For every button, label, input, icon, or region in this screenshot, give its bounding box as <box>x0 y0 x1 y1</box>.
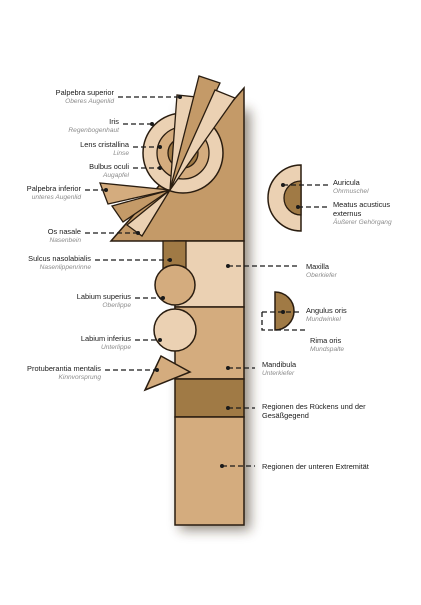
label-auricula: Auricula Ohrmuschel <box>333 178 369 196</box>
label-rima: Rima oris Mundspalte <box>310 336 344 354</box>
ruecken-block <box>174 378 245 418</box>
label-ruecken: Regionen des Rückens und der Gesäßgegend <box>262 402 372 420</box>
label-lat: Maxilla <box>306 262 329 271</box>
extremitaet-block <box>174 416 245 526</box>
label-lat: Labium inferius <box>80 334 131 343</box>
label-de: Augapfel <box>102 172 129 179</box>
label-labium-inferius: Labium inferius Unterlippe <box>81 334 131 352</box>
label-lat: Palpebra inferior <box>26 184 81 193</box>
label-lat: Auricula <box>333 178 360 187</box>
label-palpebra-inferior: Palpebra inferior unteres Augenlid <box>27 184 81 202</box>
label-de: Äußerer Gehörgang <box>333 219 392 226</box>
leader-dots <box>104 95 300 468</box>
label-lat: Protuberantia mentalis <box>27 364 101 373</box>
palpebra-inferior-fan-3 <box>125 189 171 237</box>
label-os-nasale: Os nasale Nasenbein <box>48 227 81 245</box>
label-maxilla: Maxilla Oberkiefer <box>306 262 337 280</box>
labium-inferius-shape <box>153 308 197 352</box>
label-de: Oberkiefer <box>306 272 337 279</box>
eye-group <box>99 75 237 237</box>
label-protuberantia: Protuberantia mentalis Kinnvorsprung <box>27 364 101 382</box>
label-lat: Rima oris <box>310 336 342 345</box>
leader-rima <box>261 312 305 331</box>
label-de: Regenbogenhaut <box>68 127 119 134</box>
label-de: unteres Augenlid <box>31 194 81 201</box>
label-mandibula: Mandibula Unterkiefer <box>262 360 296 378</box>
label-de: Nasenbein <box>49 237 81 244</box>
label-lat: Iris <box>109 117 119 126</box>
label-iris: Iris Regenbogenhaut <box>68 117 119 135</box>
label-lat: Mandibula <box>262 360 297 369</box>
label-labium-superius: Labium superius Oberlippe <box>77 292 131 310</box>
label-de: Unterkiefer <box>262 370 295 377</box>
label-lat: Bulbus oculi <box>89 162 129 171</box>
label-extremitaet: Regionen der unteren Extremität <box>262 462 369 471</box>
label-de: Mundwinkel <box>306 316 341 323</box>
label-lat: Angulus oris <box>306 306 347 315</box>
label-lat: Labium superius <box>76 292 131 301</box>
label-lat: Sulcus nasolabialis <box>28 254 91 263</box>
protuberantia-shape <box>143 354 192 392</box>
ear-group <box>267 164 302 232</box>
label-de: Ohrmuschel <box>333 188 369 195</box>
label-sulcus: Sulcus nasolabialis Nasenlippenrinne <box>28 254 91 272</box>
label-de: Nasenlippenrinne <box>39 264 91 271</box>
label-de: Oberlippe <box>102 302 131 309</box>
label-de: Linse <box>113 150 129 157</box>
palpebra-superior-fan-3 <box>169 89 237 191</box>
label-lat: Meatus acusticus externus <box>333 200 391 218</box>
label-palpebra-superior: Palpebra superior Oberes Augenlid <box>56 88 114 106</box>
label-lens: Lens cristallina Linse <box>80 140 129 158</box>
label-lat: Lens cristallina <box>80 140 129 149</box>
palpebra-inferior-fan-1 <box>99 182 171 205</box>
palpebra-inferior-fan-2 <box>110 189 171 223</box>
leader-lines <box>85 96 330 467</box>
label-lat: Regionen der unteren Extremität <box>262 462 369 471</box>
label-de: Unterlippe <box>100 344 131 351</box>
label-angulus: Angulus oris Mundwinkel <box>306 306 347 324</box>
label-de: Oberes Augenlid <box>65 98 114 105</box>
labium-superius-shape <box>154 264 196 306</box>
label-de: Kinnvorsprung <box>58 374 101 381</box>
label-bulbus: Bulbus oculi Augapfel <box>89 162 129 180</box>
label-de: Mundspalte <box>310 346 345 353</box>
label-lat: Palpebra superior <box>55 88 114 97</box>
label-meatus: Meatus acusticus externus Äußerer Gehörg… <box>333 200 413 227</box>
mouth-group <box>143 240 295 392</box>
label-lat: Os nasale <box>47 227 81 236</box>
label-lat: Regionen des Rückens und der Gesäßgegend <box>262 402 366 420</box>
